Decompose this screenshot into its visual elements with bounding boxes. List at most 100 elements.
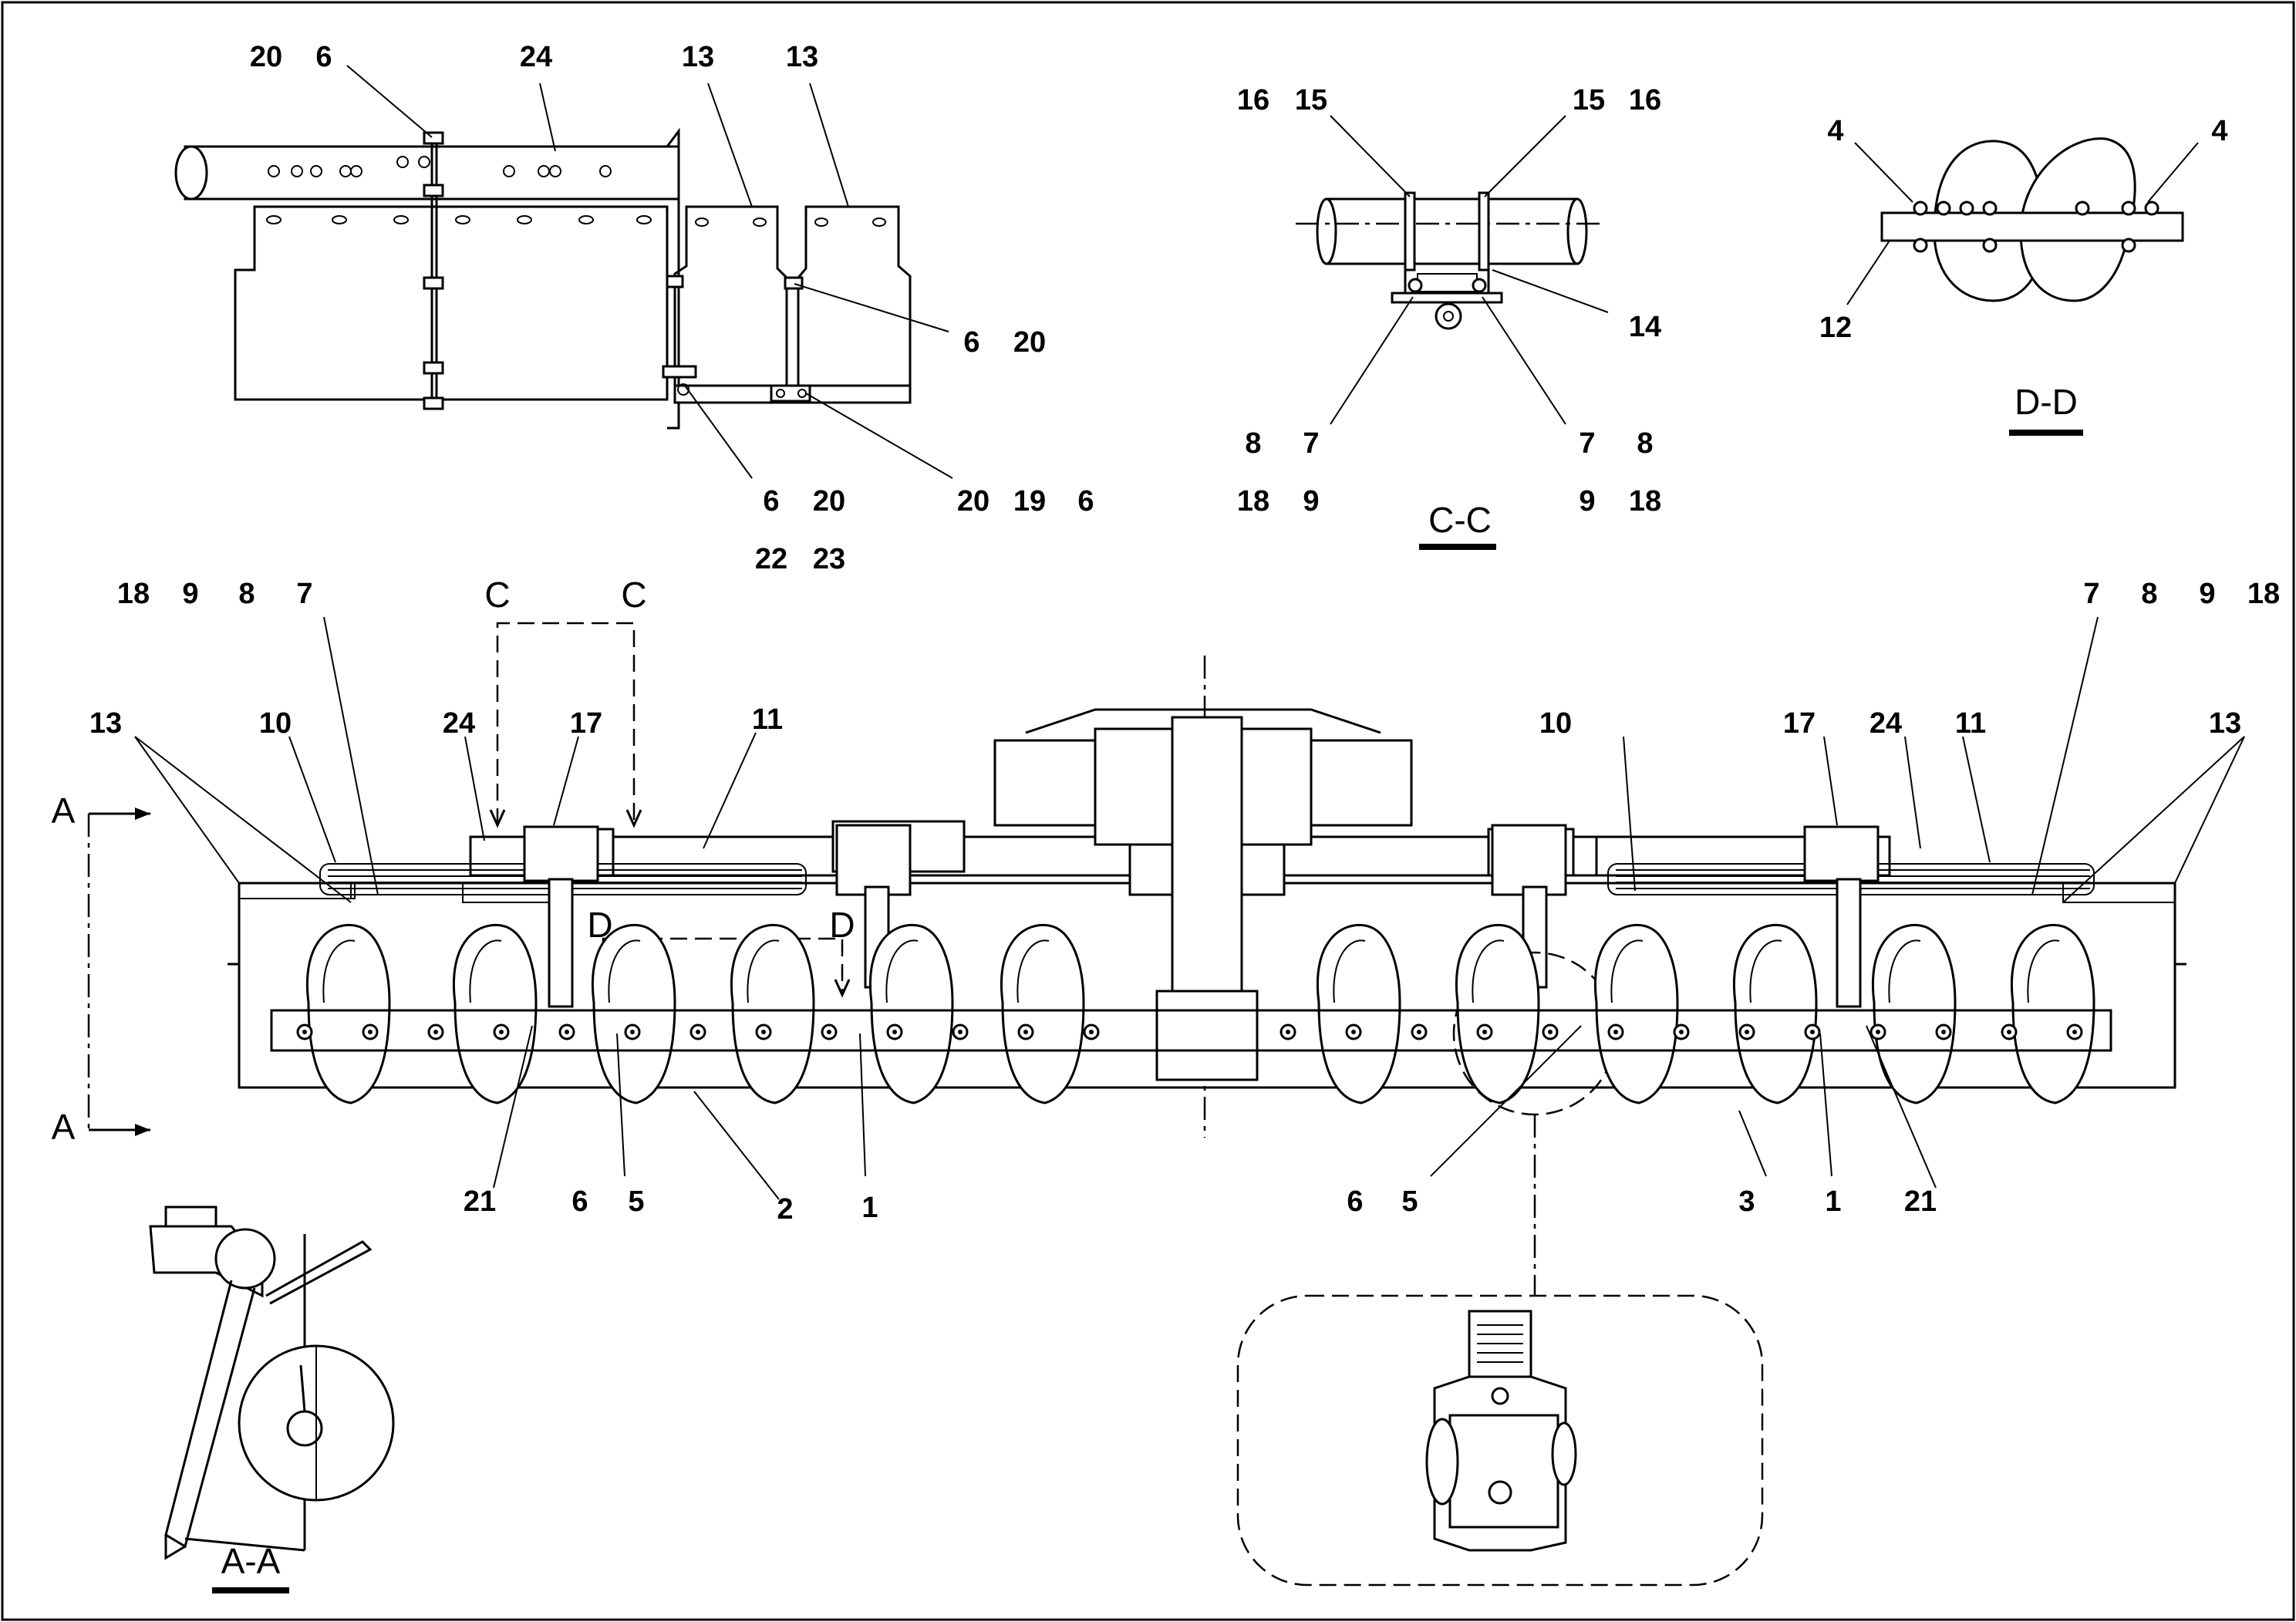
section-title-c-c: C-C: [1428, 500, 1492, 540]
callout-9: 9: [182, 578, 198, 610]
bolt-center: [1941, 1030, 1946, 1034]
callout-15: 15: [1573, 84, 1605, 116]
auger-flight-edge: [1888, 939, 1921, 1003]
bolt-center: [630, 1030, 635, 1034]
top-left-view: 20 6 24 13 13 6 20 6 20 20 19 6 22 23: [174, 41, 1094, 575]
auger-flight: [453, 923, 538, 1104]
bolt-center: [1417, 1030, 1421, 1034]
section-a-a: A-A: [149, 1206, 395, 1593]
callout-24: 24: [520, 41, 552, 73]
auger-flight: [869, 923, 954, 1104]
callout-20: 20: [957, 485, 990, 518]
bolt-center: [368, 1030, 373, 1034]
callout-5: 5: [1401, 1185, 1418, 1218]
bolt-center: [1548, 1030, 1553, 1034]
callout-15: 15: [1295, 84, 1327, 116]
auger-flight: [306, 923, 391, 1104]
auger-flight-edge: [1610, 939, 1644, 1003]
callout-17: 17: [1783, 707, 1816, 740]
callout-1: 1: [861, 1192, 878, 1224]
bolt-center: [302, 1030, 307, 1034]
auger-flight-edge: [1749, 939, 1782, 1003]
auger-flight-edge: [1472, 939, 1505, 1003]
auger-flight-edge: [747, 939, 780, 1003]
section-underline: [212, 1587, 289, 1593]
callout-6: 6: [571, 1185, 588, 1218]
bolt-center: [892, 1030, 897, 1034]
callout-7: 7: [296, 578, 312, 610]
bolt-center: [1286, 1030, 1290, 1034]
callout-3: 3: [1738, 1185, 1755, 1218]
callout-6: 6: [763, 485, 779, 518]
callout-16: 16: [1629, 84, 1661, 116]
bolt-center: [958, 1030, 963, 1034]
callout-13: 13: [2209, 707, 2241, 740]
auger-flight: [592, 923, 676, 1104]
auger-flight: [2011, 923, 2095, 1104]
callout-9: 9: [1579, 485, 1595, 518]
main-leaders: [134, 616, 2245, 1200]
callout-18: 18: [1629, 485, 1661, 518]
auger-flight: [1872, 923, 1957, 1104]
callout-10: 10: [259, 707, 292, 740]
callout-7: 7: [1579, 427, 1595, 460]
callout-7: 7: [1303, 427, 1319, 460]
callout-13: 13: [786, 41, 818, 73]
main-labels: 18 9 8 7 7 8 9 18 13 10 24 17 11 10 17 2…: [52, 575, 2280, 1226]
detail-view: [1236, 1294, 1764, 1587]
callout-17: 17: [570, 707, 602, 740]
callout-9: 9: [1303, 485, 1319, 518]
callout-8: 8: [2141, 578, 2157, 610]
callout-24: 24: [443, 707, 475, 740]
section-d-d: 4 4 12 D-D: [1819, 115, 2228, 436]
bolt-center: [1351, 1030, 1356, 1034]
callout-6: 6: [1347, 1185, 1363, 1218]
callout-6: 6: [963, 326, 979, 359]
callout-12: 12: [1819, 312, 1852, 344]
callout-1: 1: [1825, 1185, 1841, 1218]
cut-label-a: A: [52, 791, 76, 831]
cut-label-c: C: [621, 575, 646, 615]
auger-flight: [1594, 923, 1679, 1104]
callout-21: 21: [1904, 1185, 1937, 1218]
bolt-center: [696, 1030, 700, 1034]
auger-flight-edge: [2027, 939, 2060, 1003]
callout-9: 9: [2199, 578, 2215, 610]
cut-label-a: A: [52, 1107, 76, 1147]
auger-flight-edge: [1017, 939, 1050, 1003]
callout-23: 23: [813, 543, 845, 575]
section-underline: [1419, 544, 1496, 550]
bolt-center: [1023, 1030, 1028, 1034]
cut-label-d: D: [829, 905, 855, 945]
callout-4: 4: [1827, 115, 1843, 147]
callout-8: 8: [1637, 427, 1653, 460]
callout-18: 18: [2247, 578, 2280, 610]
callout-8: 8: [1245, 427, 1261, 460]
auger-flight: [1455, 923, 1540, 1104]
callout-18: 18: [1237, 485, 1269, 518]
callout-5: 5: [628, 1185, 644, 1218]
section-underline: [2009, 430, 2083, 436]
callout-18: 18: [117, 578, 150, 610]
callout-14: 14: [1629, 311, 1661, 343]
callout-22: 22: [755, 543, 787, 575]
bolt-center: [2072, 1030, 2077, 1034]
bolt-center: [1745, 1030, 1749, 1034]
auger-bolts: [296, 1023, 2083, 1040]
auger-flight-edge: [885, 939, 919, 1003]
auger-flight: [1733, 923, 1818, 1104]
section-title-a-a: A-A: [221, 1541, 281, 1581]
auger-flights: [270, 923, 2112, 1104]
auger-flight: [1317, 923, 1401, 1104]
section-title-d-d: D-D: [2014, 382, 2078, 422]
shaft-bar-right: [1256, 1009, 2112, 1052]
callout-24: 24: [1870, 707, 1902, 740]
cut-label-c: C: [484, 575, 510, 615]
callout-2: 2: [777, 1193, 793, 1226]
callout-6: 6: [1077, 485, 1094, 518]
auger-flight: [730, 923, 815, 1104]
auger-flight-edge: [1333, 939, 1366, 1003]
bolt-center: [1810, 1030, 1815, 1034]
auger-flight-edge: [322, 939, 356, 1003]
